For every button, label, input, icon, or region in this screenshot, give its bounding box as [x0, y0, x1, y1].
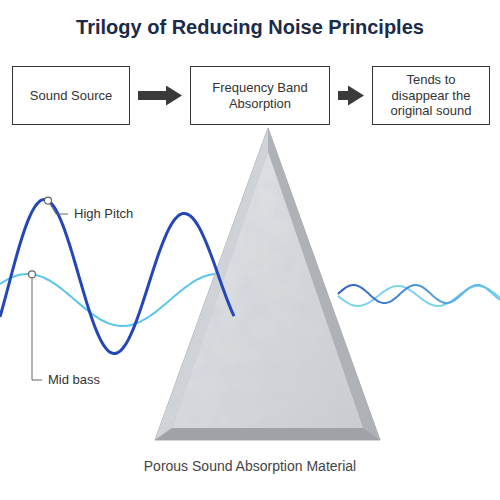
- residual-wave: [338, 285, 500, 303]
- high-pitch-wave: [0, 199, 234, 353]
- leader-dot: [29, 271, 36, 278]
- leader-dot: [45, 197, 52, 204]
- wave-label: Mid bass: [46, 372, 102, 387]
- process-box: Sound Source: [12, 66, 130, 125]
- flow-arrow: [338, 91, 350, 100]
- flow-arrow: [138, 91, 168, 100]
- figure-caption: Porous Sound Absorption Material: [0, 458, 500, 474]
- leader-line: [32, 274, 42, 380]
- box-label: Frequency Band Absorption: [197, 80, 323, 111]
- process-box: Frequency Band Absorption: [190, 66, 330, 125]
- wave-label: High Pitch: [72, 206, 135, 221]
- box-label: Sound Source: [30, 88, 112, 104]
- process-box: Tends to disappear the original sound: [372, 66, 490, 125]
- sound-waves: [0, 199, 234, 353]
- residual-waves: [338, 285, 500, 306]
- diagram-title: Trilogy of Reducing Noise Principles: [0, 16, 500, 39]
- box-label: Tends to disappear the original sound: [379, 72, 483, 119]
- residual-wave: [338, 286, 500, 306]
- absorption-panel: [155, 128, 380, 440]
- leader-lines: [29, 197, 69, 380]
